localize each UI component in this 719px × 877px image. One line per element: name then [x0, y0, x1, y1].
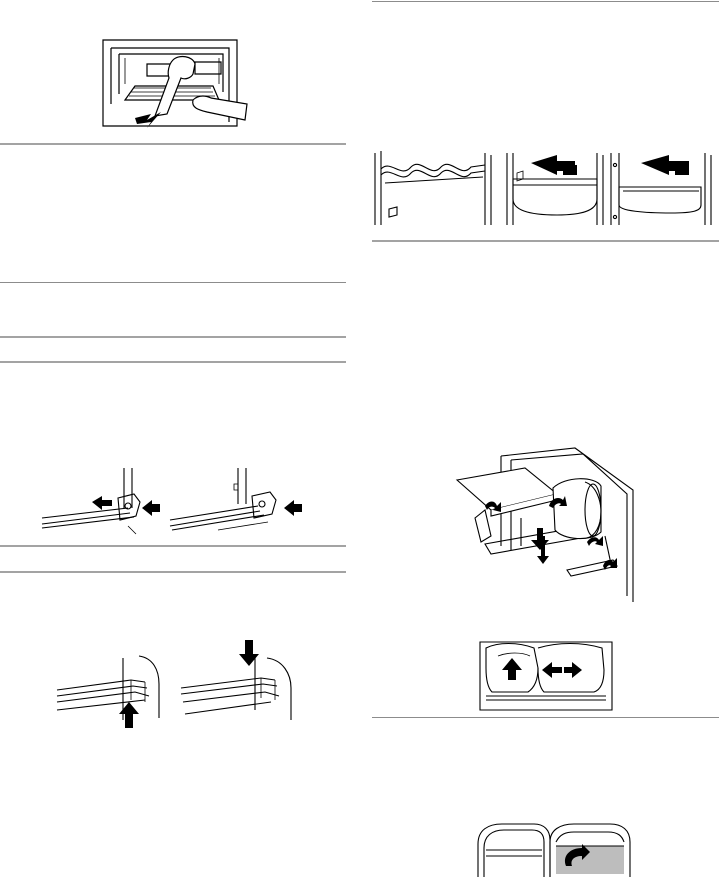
figure-shelf-glide-end-caps [38, 468, 338, 538]
arrow-left-icon [92, 496, 112, 510]
arrow-up-icon [119, 702, 139, 728]
arrow-left-icon [142, 500, 160, 516]
arrow-up-icon [502, 658, 522, 680]
section-divider [0, 143, 346, 145]
section-divider [0, 545, 346, 547]
figure-dairy-compartment-assembly [455, 446, 635, 606]
arrow-down-left-icon [135, 112, 161, 128]
arrow-curved-icon [564, 844, 590, 866]
section-divider [0, 571, 346, 573]
arrow-left-icon [284, 500, 302, 516]
arrow-left-right-icon [542, 662, 582, 678]
section-divider [372, 1, 719, 2]
arrow-down-icon [239, 640, 259, 666]
figure-dairy-door-open [474, 820, 632, 877]
section-divider [0, 282, 346, 283]
section-divider [372, 240, 719, 242]
figure-door-bin-removal [371, 149, 713, 229]
arrow-down-icon [537, 536, 549, 564]
figure-dairy-door-slide [478, 640, 614, 712]
hand-icon [155, 57, 247, 120]
arrow-curved-icon [485, 501, 501, 512]
arrow-curved-icon [549, 496, 567, 508]
figure-freezer-basket-removal [95, 34, 250, 130]
section-divider [0, 336, 346, 338]
figure-shelf-rail-insert [55, 640, 305, 736]
section-divider [372, 717, 719, 718]
arrow-curved-icon [603, 558, 617, 570]
section-divider [0, 361, 346, 363]
arrow-curved-icon [587, 536, 603, 546]
